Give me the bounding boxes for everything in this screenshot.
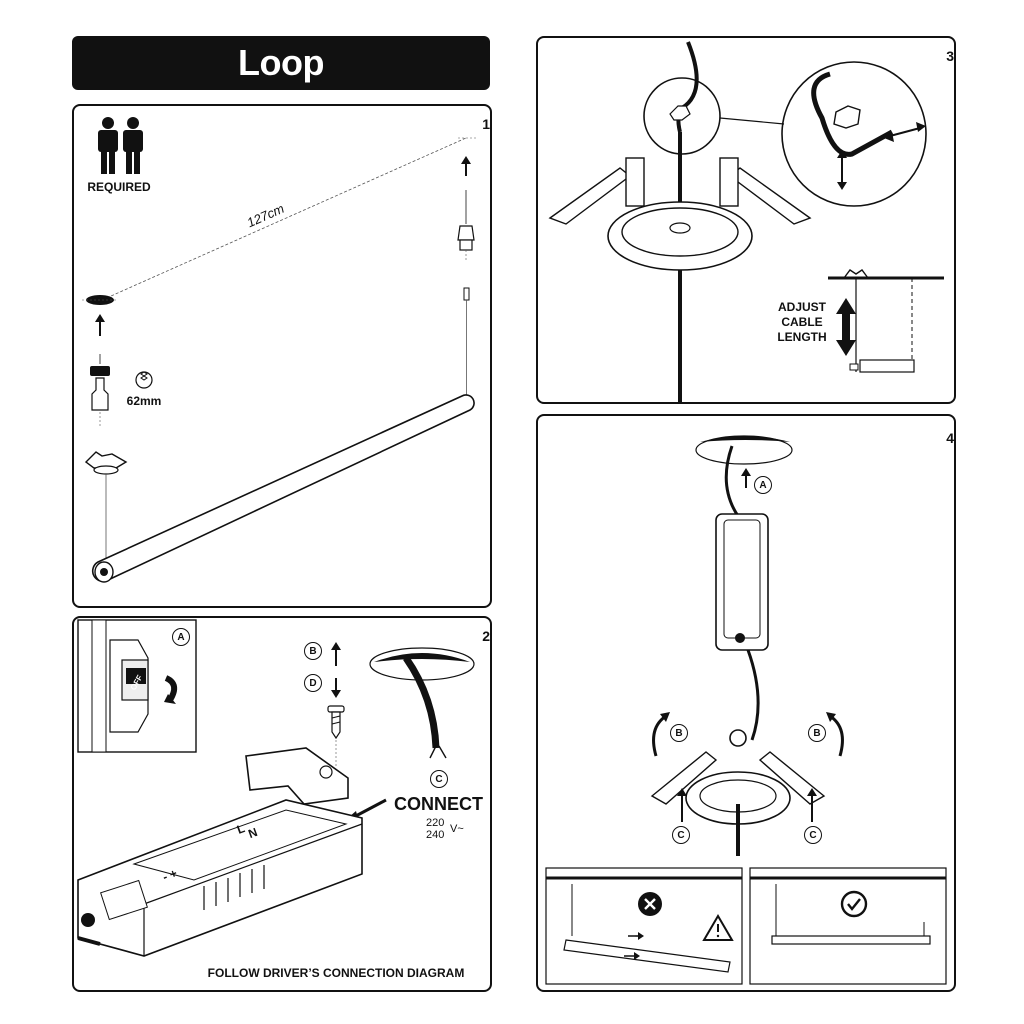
marker-b: B [304,642,322,660]
step-number-1: 1 [482,116,490,132]
correct-method-box [749,867,947,985]
led-tube [91,394,475,583]
marker-c: C [430,770,448,788]
step-4-illustration [545,435,947,985]
marker-a: A [172,628,190,646]
hole-size-label: 62mm [126,394,162,408]
step-number-4: 4 [946,430,954,446]
step-4-panel: 4 [536,414,956,992]
check-icon [840,890,868,918]
step-number-3: 3 [946,48,954,64]
step-3-illustration [548,41,944,402]
marker-b-left: B [670,724,688,742]
connect-label: CONNECT [394,794,483,814]
length-dimension-line [101,137,467,301]
marker-b-right: B [808,724,826,742]
marker-a: A [754,476,772,494]
step-3-panel: 3 ADJUS [536,36,956,404]
step-1-panel: 1 [72,104,492,608]
footer-instruction: FOLLOW DRIVER’S CONNECTION DIAGRAM [207,966,465,980]
voltage-unit: V~ [450,823,464,835]
title-bar: Loop [72,36,490,90]
screw-icon [327,705,345,740]
adjust-cable-label: ADJUST CABLE LENGTH [777,300,827,344]
step-1-illustration [82,117,478,583]
rotate-arrow-icon [164,675,178,702]
marker-d: D [304,674,322,692]
required-label: REQUIRED [87,180,151,194]
zoom-detail [781,61,927,207]
voltage-bottom: 240 [426,829,445,841]
page-title: Loop [238,42,324,83]
marker-c-right: C [804,826,822,844]
step-number-2: 2 [482,628,490,644]
two-people-icon [98,117,143,174]
mains-cable [403,655,440,749]
voltage-top: 220 [426,817,445,829]
marker-c-left: C [672,826,690,844]
step-2-panel: 2 [72,616,492,992]
drill-bit-icon [135,371,153,389]
step-2-illustration [77,619,475,957]
